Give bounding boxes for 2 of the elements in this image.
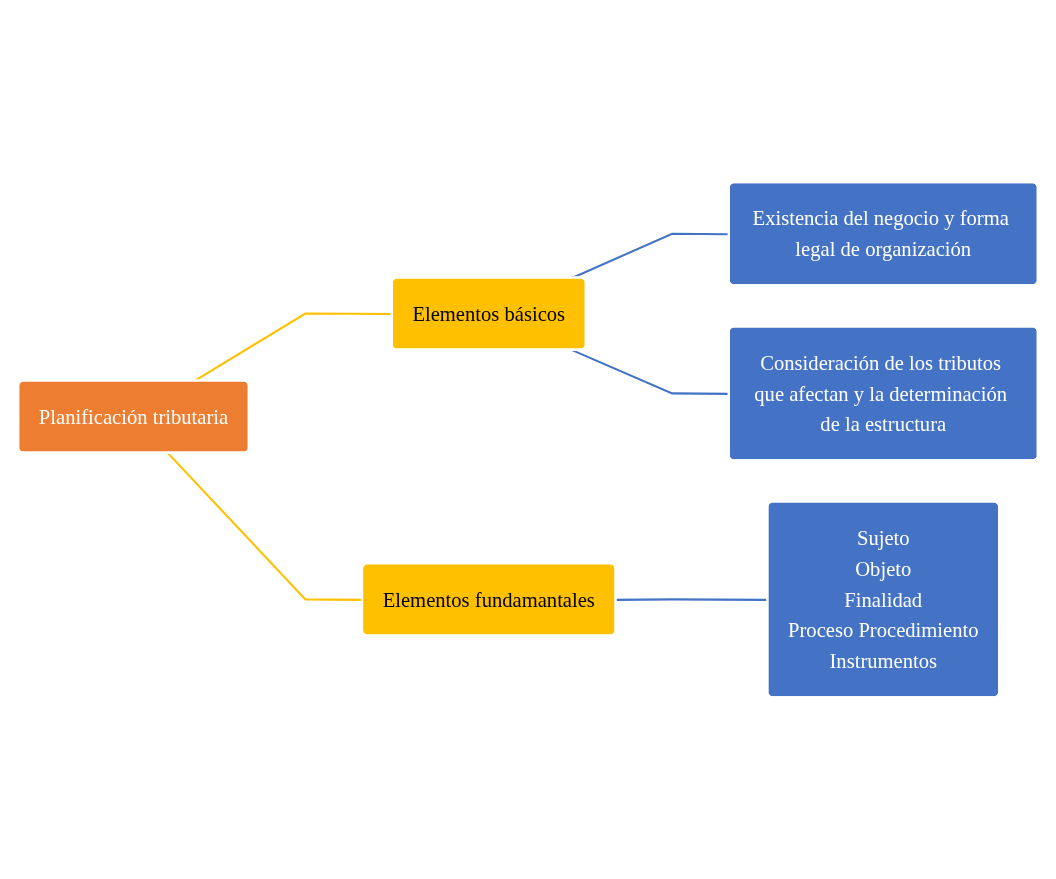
- connector: [167, 452, 363, 601]
- connector: [616, 598, 768, 601]
